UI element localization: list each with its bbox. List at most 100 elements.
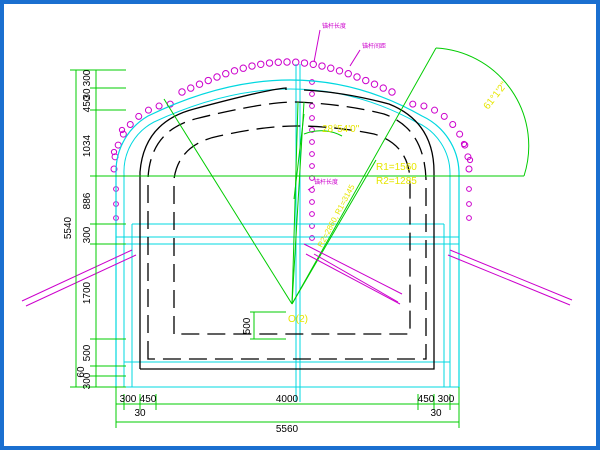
bolt-circle (309, 151, 315, 157)
angle-side-label: 61°1'2" (482, 80, 510, 112)
bolt-circle (466, 215, 472, 221)
bolt-circle (318, 62, 326, 70)
bolt-circle (309, 91, 315, 97)
dim-1034: 1034 (82, 134, 93, 157)
radius2-label: R2=1285 (376, 176, 417, 187)
outer-lining-outline (115, 79, 460, 387)
tag-right-label: 锚杆间距 (362, 42, 386, 50)
bolt-circle (465, 165, 473, 173)
bolt-circle (362, 76, 370, 85)
bolt-circle (309, 60, 317, 68)
bolt-circle (388, 88, 396, 96)
side-bolt-columns (110, 126, 474, 221)
dim-1700: 1700 (82, 281, 93, 304)
bolt-circle (265, 59, 274, 67)
bolt-circle (309, 199, 315, 205)
dashed-inner-outline (147, 101, 427, 360)
bolt-circle (110, 165, 118, 173)
dim-450-left: 450 (140, 394, 157, 405)
excavation-outline (139, 87, 287, 369)
bolt-circle (204, 76, 212, 85)
anchor-bolt-ring (110, 58, 473, 173)
bolt-circle (135, 112, 143, 120)
drawing-canvas: 5540 30 300 450 1034 886 300 1700 500 60… (4, 4, 596, 446)
dashed-inner-outline-2 (173, 125, 411, 335)
bolt-circle (353, 73, 361, 81)
bolt-circle (335, 67, 344, 75)
bottom-dimension-lines (115, 387, 460, 428)
dim-450: 450 (82, 95, 93, 112)
bolt-circle (431, 106, 439, 114)
bolt-circle (344, 70, 352, 78)
bolt-circle (257, 60, 265, 68)
bolt-circle (409, 100, 417, 108)
bolt-circle (309, 127, 315, 133)
bolt-circle (309, 139, 315, 145)
dim-4000: 4000 (276, 394, 299, 405)
center-bolt-column (309, 79, 315, 241)
dim-300-top: 300 (82, 69, 93, 86)
dim-300-left: 300 (120, 394, 137, 405)
bolt-circle (309, 211, 315, 217)
bolt-circle (309, 163, 315, 169)
bolt-circle (274, 58, 282, 66)
left-dimension-lines (70, 69, 286, 388)
dim-500-bottom: 500 (82, 344, 93, 361)
dim-500-inner: 500 (242, 317, 253, 334)
dim-5560: 5560 (276, 424, 299, 435)
bolt-circle (309, 103, 315, 109)
bolt-circle (144, 106, 152, 114)
bolt-circle (440, 112, 448, 120)
dim-60: 60 (76, 366, 87, 378)
tunnel-section-drawing: 5540 30 300 450 1034 886 300 1700 500 60… (21, 22, 573, 435)
bolt-circle (126, 121, 134, 129)
tag-top-leader (313, 29, 321, 63)
bolt-circle (178, 88, 186, 96)
bolt-circle (300, 59, 309, 67)
bolt-circle (110, 148, 118, 156)
dim-30-right: 30 (430, 408, 442, 419)
radial-note-label: R2=2860, R1=3145 (316, 183, 357, 249)
dim-300-right: 300 (438, 394, 455, 405)
bolt-circle (449, 121, 457, 129)
dim-overall-height: 5540 (63, 216, 74, 239)
bolt-circle (309, 115, 315, 121)
excavation-outline-right (140, 89, 435, 370)
bolt-circle (118, 126, 126, 134)
bolt-circle (239, 64, 247, 72)
bolt-circle (248, 62, 256, 70)
bolt-circle (466, 156, 474, 164)
dim-300-mid: 300 (82, 226, 93, 243)
tag-top-label: 锚杆长度 (322, 22, 346, 30)
bolt-circle (155, 102, 163, 110)
bolt-circle (283, 58, 291, 66)
dim-300-bottom: 300 (82, 372, 93, 389)
bolt-circle (464, 153, 472, 161)
dim-450-right: 450 (418, 394, 435, 405)
bolt-circle (195, 80, 204, 88)
bolt-circle (460, 140, 468, 148)
tag-center-label: 锚杆长度 (314, 178, 338, 186)
bolt-circle (420, 102, 428, 110)
radius1-label: R1=1560 (376, 162, 417, 173)
green-construction-lines (122, 47, 530, 305)
dim-886: 886 (82, 192, 93, 209)
bolt-circle (187, 84, 195, 92)
bolt-circle (309, 79, 315, 85)
bolt-circle (456, 130, 464, 138)
bolt-circle (119, 130, 127, 138)
magenta-side-lines (21, 243, 573, 307)
bolt-circle (222, 70, 230, 78)
center-mark-label: O(2) (288, 314, 308, 325)
bolt-circle (327, 64, 335, 72)
inner-lining-outline (123, 88, 451, 387)
bolt-circle (213, 73, 221, 81)
dim-30-top: 30 (82, 88, 93, 100)
bolt-circle (466, 186, 472, 192)
bolt-circle (379, 84, 387, 92)
tag-center-leader (307, 185, 315, 191)
dim-30-left: 30 (134, 408, 146, 419)
bolt-circle (466, 201, 472, 207)
tag-right-leader (349, 49, 361, 67)
